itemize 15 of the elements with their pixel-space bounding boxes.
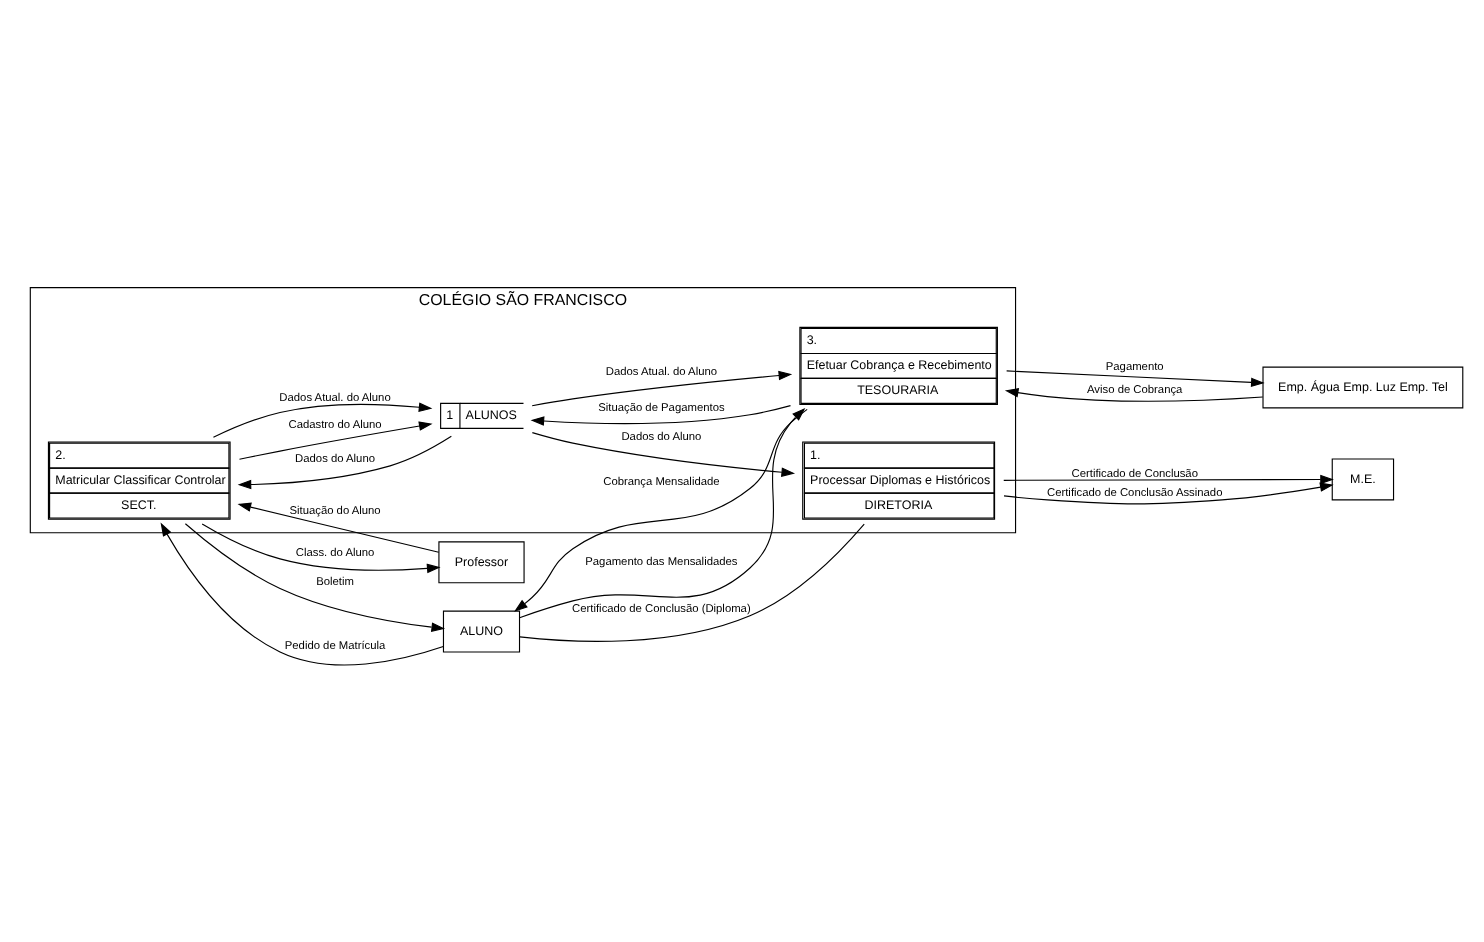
- arrow: [201, 522, 441, 573]
- arrow: [212, 401, 433, 437]
- arrow: [184, 522, 446, 631]
- arrow: [1003, 481, 1334, 504]
- arrow: [237, 434, 452, 489]
- arrow: [237, 501, 440, 552]
- connector: [519, 522, 865, 641]
- arrow: [238, 420, 433, 459]
- arrow: [160, 521, 444, 665]
- arrow: [1006, 369, 1265, 387]
- arrow: [1003, 473, 1334, 484]
- arrow: [530, 404, 792, 425]
- arrow: [531, 369, 793, 406]
- arrow: [531, 431, 796, 476]
- arrow: [1004, 387, 1264, 401]
